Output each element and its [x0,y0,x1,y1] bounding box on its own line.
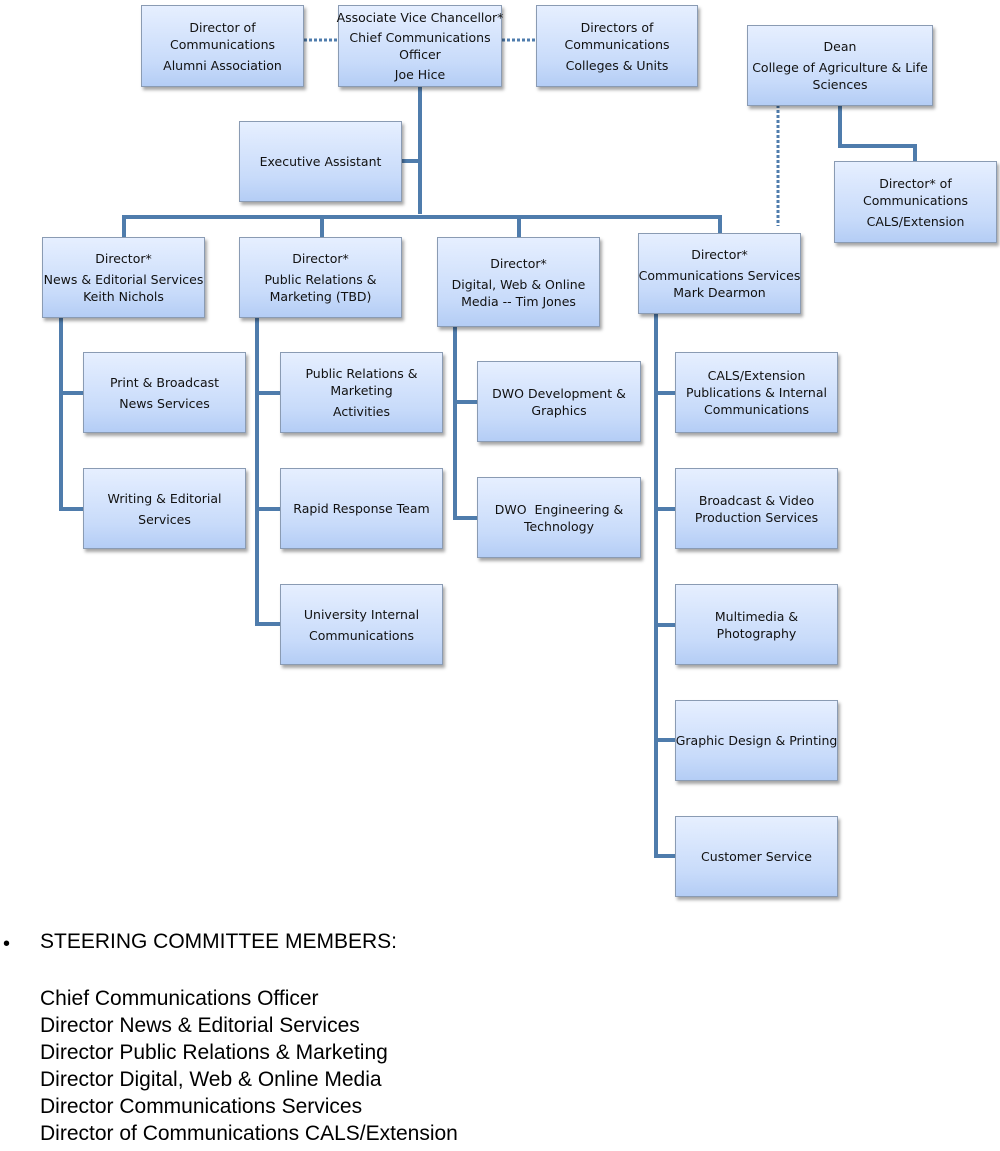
box-line: News & Editorial Services [43,272,204,287]
steering-committee-title: STEERING COMMITTEE MEMBERS: [40,930,398,953]
box-unit-multimedia-photography: Multimedia & Photography [675,584,838,665]
box-line: Activities [332,404,391,419]
box-unit-dwo-engineering: DWO Engineering & Technology [477,477,641,558]
box-line: Communications [308,627,415,643]
connector-branch-4 [654,314,676,858]
box-line: Sciences [812,77,868,92]
box-unit-customer-service: Customer Service [675,816,838,897]
box-line: Director* of [879,175,952,191]
box-line: Associate Vice Chancellor* [336,10,504,25]
box-line: Graphics [531,402,587,418]
box-line: DWO Engineering & [494,501,624,517]
box-line: Writing & Editorial [107,490,222,506]
connector-dean-cals [838,106,917,161]
box-director-digital-web: Director* Digital, Web & Online Media --… [437,237,600,327]
box-unit-dwo-development: DWO Development & Graphics [477,361,641,442]
box-line: Graphic Design & Printing [675,733,838,748]
box-line: Dean [823,39,857,54]
box-alumni-communications: Director of Communications Alumni Associ… [141,5,304,87]
list-item: Chief Communications Officer [40,987,319,1010]
steering-committee-list: Chief Communications Officer Director Ne… [40,985,458,1147]
box-line: CALS/Extension [707,368,806,383]
box-line: Marketing (TBD) [269,289,372,304]
box-line: Officer [399,47,441,62]
bullet-icon: • [3,933,11,955]
box-director-public-relations: Director* Public Relations & Marketing (… [239,237,402,318]
box-line: Technology [523,518,595,534]
box-dean-cals: Dean College of Agriculture & Life Scien… [747,25,933,106]
box-line: Colleges & Units [565,57,669,73]
box-line: Communications [564,36,670,52]
box-line: Mark Dearmon [673,285,766,300]
list-item: Director of Communications CALS/Extensio… [40,1122,458,1145]
box-line: Director* [292,251,349,266]
box-line: Alumni Association [163,57,282,73]
connector-branch-1 [59,318,84,511]
box-line: Communications Services [638,268,801,283]
box-unit-print-broadcast: Print & Broadcast News Services [83,352,246,433]
box-line: Executive Assistant [259,154,382,169]
list-item: Director News & Editorial Services [40,1014,360,1037]
box-line: Media -- Tim Jones [461,293,576,309]
box-line: Director* [490,255,547,271]
box-line: Multimedia & [714,608,799,624]
box-line: DWO Development & [492,385,626,401]
list-item: Director Communications Services [40,1095,363,1118]
box-unit-pr-marketing-activities: Public Relations & Marketing Activities [280,352,443,433]
box-colleges-communications: Directors of Communications Colleges & U… [536,5,698,87]
box-line: Broadcast & Video [698,492,815,508]
box-line: Rapid Response Team [293,501,430,516]
box-director-news-editorial: Director* News & Editorial Services Keit… [42,237,205,318]
box-line: Public Relations & [305,366,418,381]
box-unit-rapid-response: Rapid Response Team [280,468,443,549]
box-line: Joe Hice [394,67,446,82]
box-executive-assistant: Executive Assistant [239,121,402,202]
box-unit-cals-publications: CALS/Extension Publications & Internal C… [675,352,838,433]
box-line: College of Agriculture & Life [752,60,928,75]
box-line: Chief Communications [349,30,491,45]
box-line: Customer Service [701,849,812,864]
box-line: Marketing [330,383,393,398]
box-line: CALS/Extension [866,213,965,229]
box-line: Director of [189,19,256,35]
box-unit-internal-communications: University Internal Communications [280,584,443,665]
box-line: Production Services [694,509,819,525]
box-line: Director* [95,251,152,266]
connector-branch-3 [453,327,478,520]
box-director-communications-services: Director* Communications Services Mark D… [638,233,801,314]
box-line: Communications [169,36,276,52]
box-line: Public Relations & [264,272,377,287]
box-line: Director* [691,247,748,262]
box-cals-director-communications: Director* of Communications CALS/Extensi… [834,161,997,243]
box-line: Digital, Web & Online [451,276,586,292]
box-avc-chief-communications: Associate Vice Chancellor* Chief Communi… [336,5,504,87]
box-line: Keith Nichols [83,289,164,304]
box-line: Photography [716,625,797,641]
box-line: Publications & Internal [686,385,827,400]
list-item: Director Digital, Web & Online Media [40,1068,382,1091]
box-unit-broadcast-video: Broadcast & Video Production Services [675,468,838,549]
box-line: Communications [862,192,969,208]
box-unit-writing-editorial: Writing & Editorial Services [83,468,246,549]
box-line: University Internal [303,606,420,622]
box-unit-graphic-design: Graphic Design & Printing [675,700,838,781]
box-line: Communications [703,402,810,417]
list-item: Director Public Relations & Marketing [40,1041,388,1064]
box-line: Services [138,511,191,527]
box-line: Directors of [580,19,654,35]
connector-director-bus [122,215,722,237]
box-line: News Services [119,395,210,411]
connector-branch-2 [255,318,281,626]
box-line: Print & Broadcast [109,374,220,390]
